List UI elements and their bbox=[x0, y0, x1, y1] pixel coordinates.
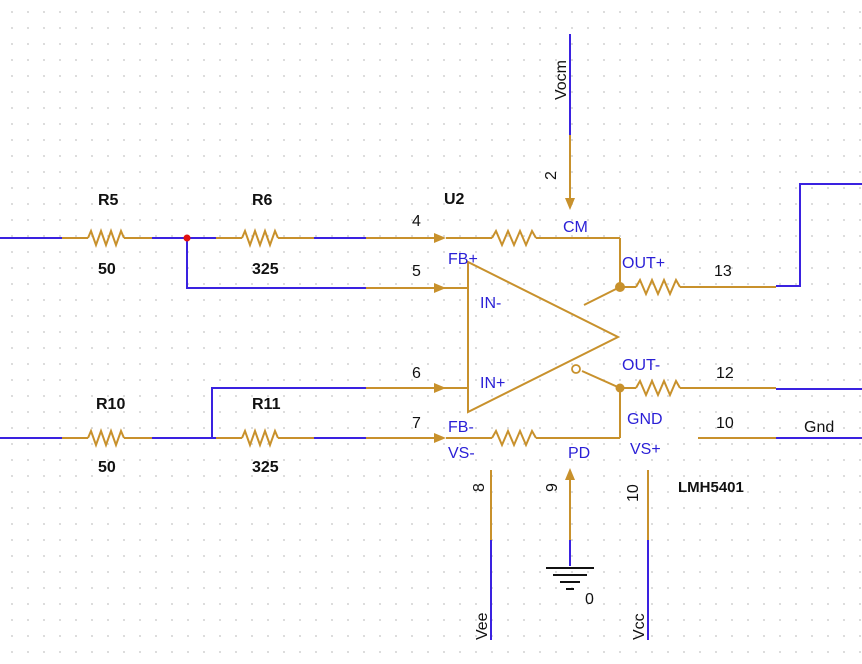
pin-9-arrow bbox=[565, 468, 575, 480]
r10-ref: R10 bbox=[96, 396, 125, 413]
pin-number-6: 6 bbox=[412, 365, 421, 382]
wire-in-plus[interactable] bbox=[211, 387, 366, 438]
net-label-gnd: Gnd bbox=[804, 419, 834, 436]
pin-7-arrow bbox=[434, 433, 446, 443]
pin-number-2: 2 bbox=[543, 171, 560, 180]
pin-number-10-vs-plus: 10 bbox=[625, 484, 642, 502]
pin-4-arrow bbox=[434, 233, 446, 243]
r5-ref: R5 bbox=[98, 192, 119, 209]
pin-name-vs-plus: VS+ bbox=[630, 441, 661, 458]
r11-ref: R11 bbox=[252, 396, 281, 413]
r5-value: 50 bbox=[98, 261, 116, 278]
resistor-r10[interactable] bbox=[62, 428, 152, 448]
junction-dot bbox=[183, 234, 191, 242]
r6-value: 325 bbox=[252, 261, 279, 278]
opamp-triangle bbox=[467, 260, 621, 414]
wire-in-minus[interactable] bbox=[186, 238, 366, 289]
pin-2-arrow bbox=[565, 198, 575, 210]
pin-name-in-plus: IN+ bbox=[480, 375, 505, 392]
pin-name-fb-minus: FB- bbox=[448, 419, 474, 436]
pin-name-out-minus: OUT- bbox=[622, 357, 660, 374]
internal-resistor-top bbox=[491, 228, 537, 248]
net-label-vocm: Vocm bbox=[553, 60, 570, 100]
u2-ref: U2 bbox=[444, 191, 465, 208]
r6-ref: R6 bbox=[252, 192, 273, 209]
pin-number-12: 12 bbox=[716, 365, 734, 382]
pin-name-in-minus: IN- bbox=[480, 295, 501, 312]
opamp-u2[interactable] bbox=[366, 135, 776, 540]
net-label-vcc: Vcc bbox=[631, 613, 648, 640]
pin-number-9: 9 bbox=[544, 483, 561, 492]
ground-label: 0 bbox=[585, 591, 594, 608]
output-resistor-minus bbox=[635, 378, 681, 398]
pin-name-gnd: GND bbox=[627, 411, 663, 428]
pin-number-7: 7 bbox=[412, 415, 421, 432]
pin-number-4: 4 bbox=[412, 213, 421, 230]
internal-resistor-bottom bbox=[491, 428, 537, 448]
output-resistor-plus bbox=[635, 277, 681, 297]
pin-name-pd: PD bbox=[568, 445, 590, 462]
pin-5-arrow bbox=[434, 283, 446, 293]
pin-name-fb-plus: FB+ bbox=[448, 251, 478, 268]
pin-name-vs-minus: VS- bbox=[448, 445, 475, 462]
wire-out-plus[interactable] bbox=[776, 183, 862, 287]
pin-number-8: 8 bbox=[471, 483, 488, 492]
resistor-r6[interactable] bbox=[216, 228, 314, 248]
pin-6-arrow bbox=[434, 383, 446, 393]
pin-name-out-plus: OUT+ bbox=[622, 255, 665, 272]
u2-part: LMH5401 bbox=[678, 479, 744, 496]
resistor-r5[interactable] bbox=[62, 228, 152, 248]
net-label-vee: Vee bbox=[474, 612, 491, 640]
pin-name-cm: CM bbox=[563, 219, 588, 236]
wires bbox=[0, 34, 862, 640]
pin-number-5: 5 bbox=[412, 263, 421, 280]
r11-value: 325 bbox=[252, 459, 279, 476]
pin-number-10-gnd: 10 bbox=[716, 415, 734, 432]
ground-symbol[interactable] bbox=[546, 567, 594, 590]
resistor-r11[interactable] bbox=[216, 428, 314, 448]
r10-value: 50 bbox=[98, 459, 116, 476]
out-minus-bubble bbox=[571, 364, 581, 374]
pin-number-13: 13 bbox=[714, 263, 732, 280]
